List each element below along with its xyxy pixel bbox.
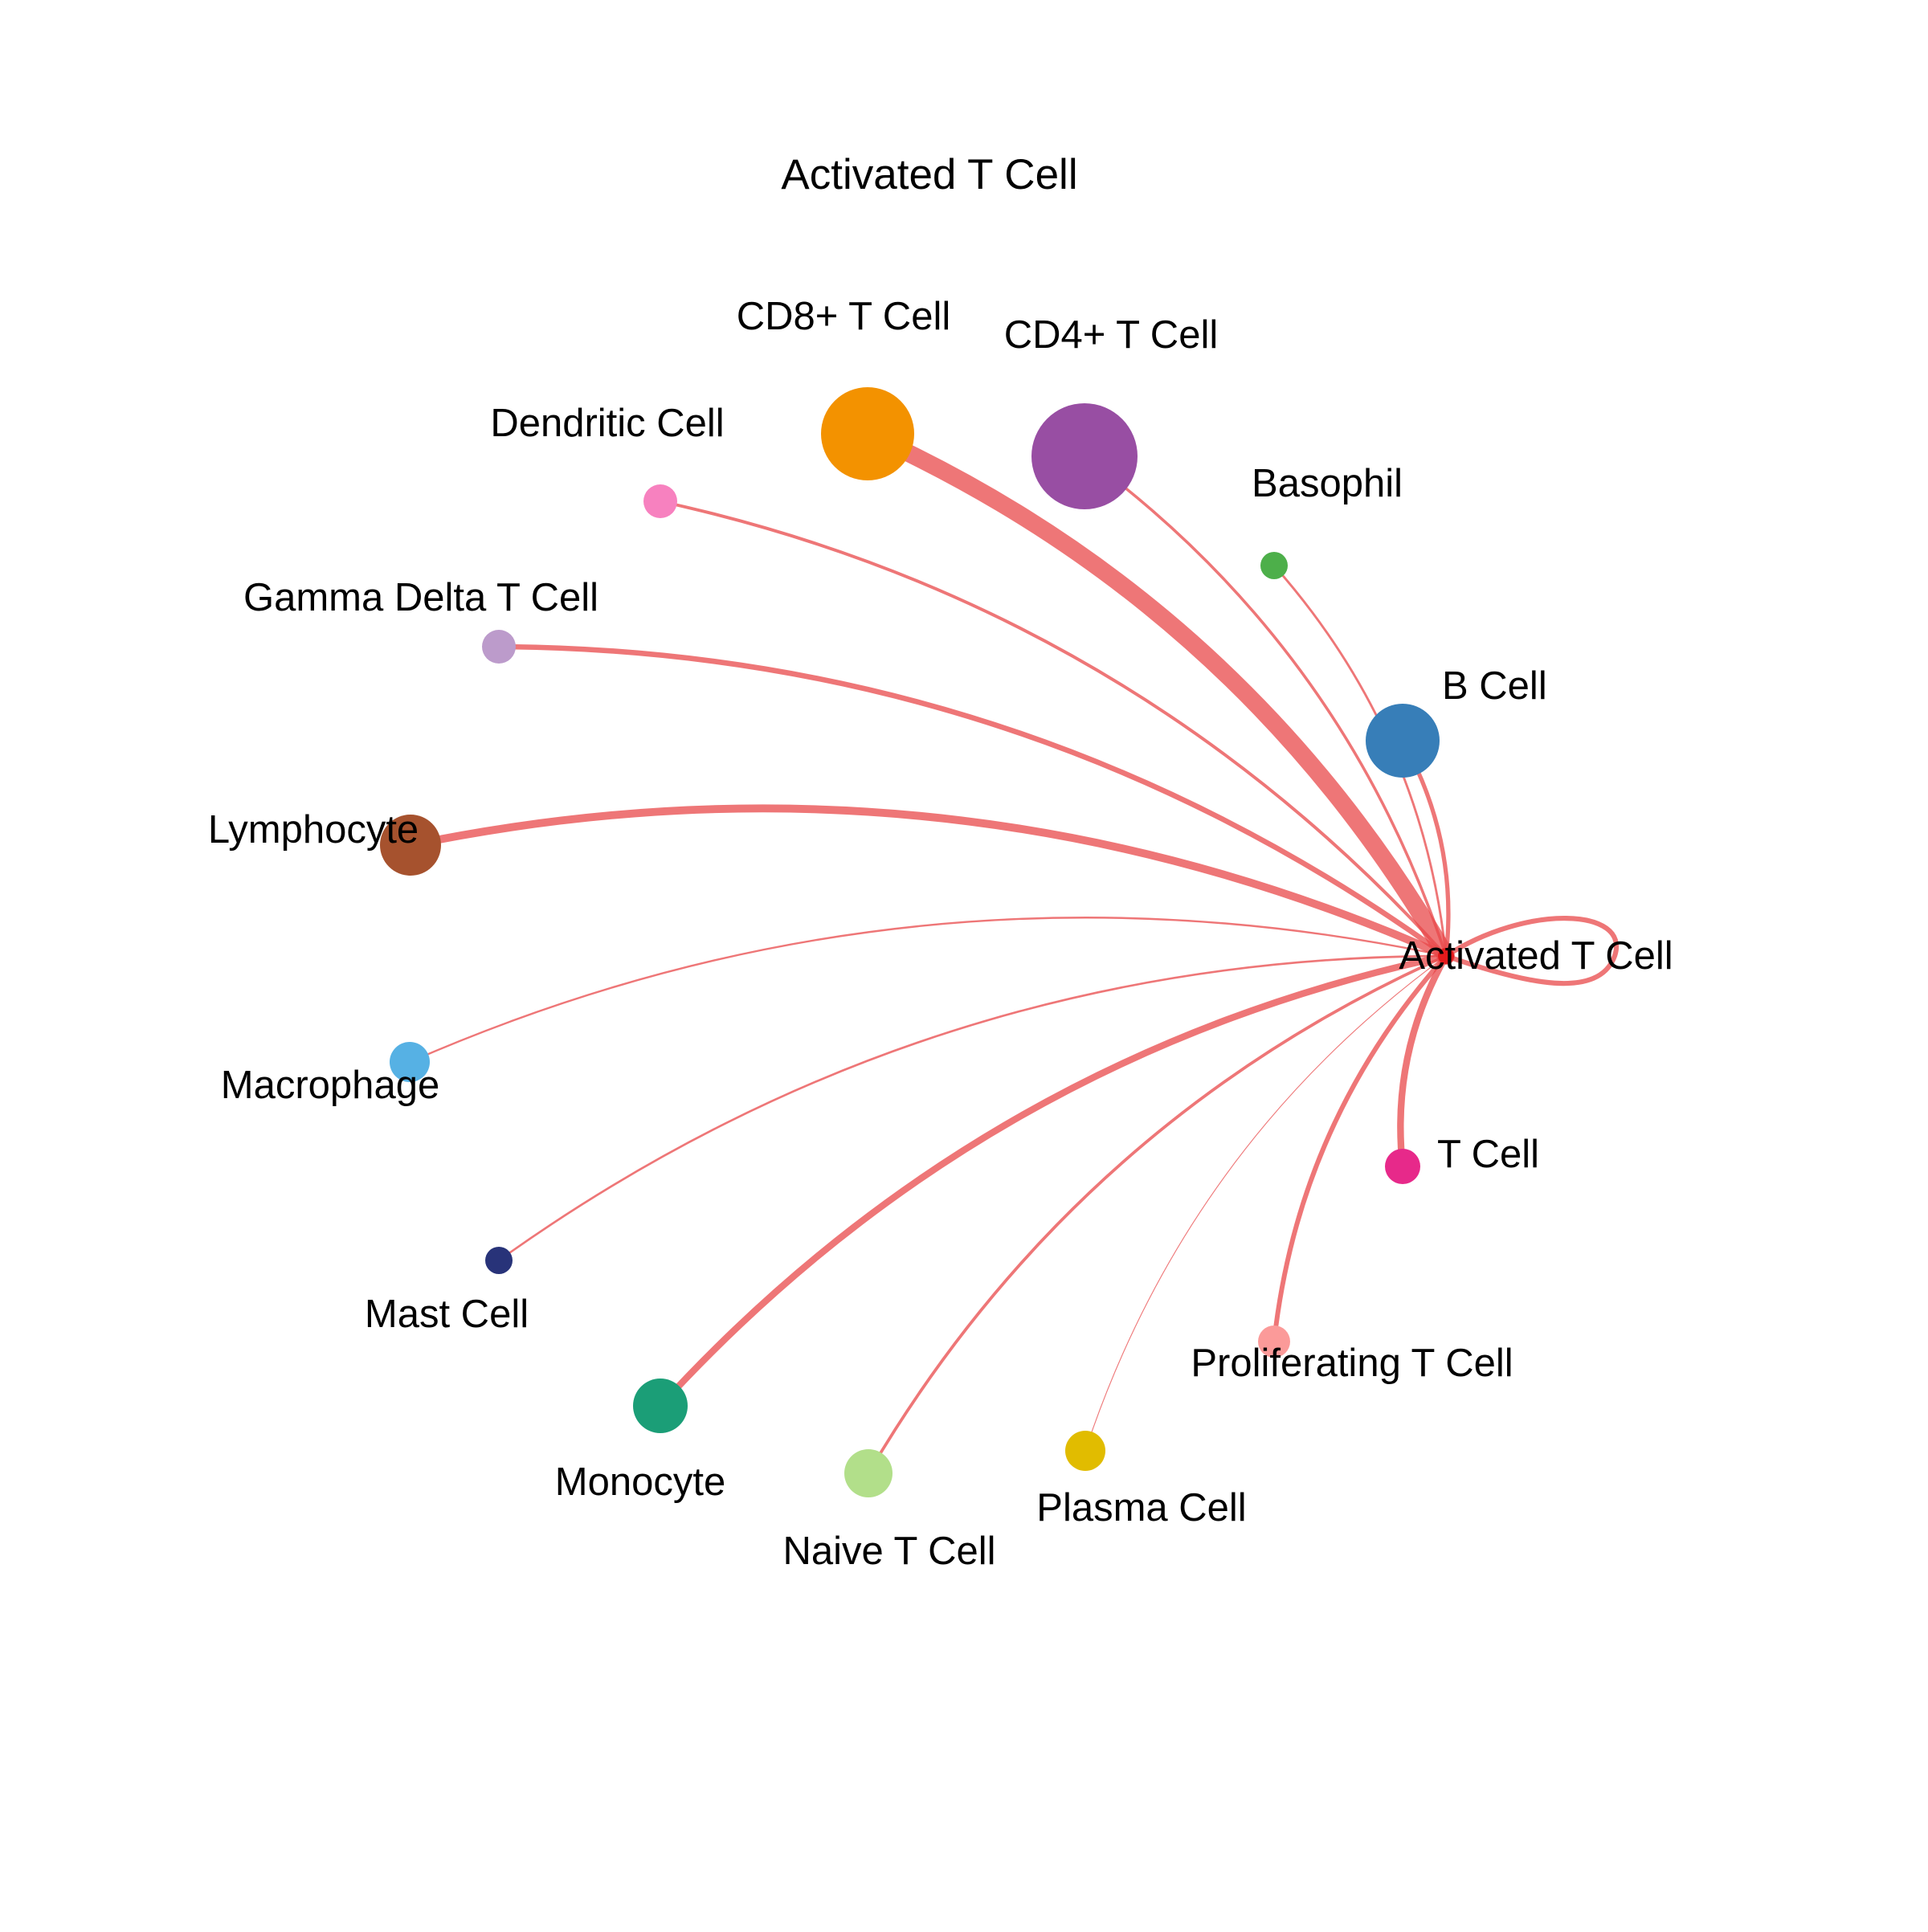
edge-lymphocyte [406, 804, 1450, 960]
node-basophil [1260, 552, 1288, 579]
label-mast: Mast Cell [365, 1293, 529, 1336]
node-plasma [1065, 1431, 1105, 1471]
node-naive [844, 1449, 893, 1497]
edge-gammadelta [496, 643, 1449, 959]
edge-prolif [1272, 954, 1448, 1344]
label-tcell: T Cell [1437, 1133, 1539, 1176]
edge-self-loop [1444, 916, 1620, 986]
label-basophil: Basophil [1252, 462, 1403, 505]
node-macrophage [390, 1042, 430, 1082]
edge-monocyte [656, 952, 1450, 1410]
node-cd4 [1031, 403, 1138, 509]
edge-cd8 [859, 425, 1455, 965]
label-lymphocyte: Lymphocyte [208, 808, 419, 852]
label-gammadelta: Gamma Delta T Cell [243, 576, 598, 619]
label-dendritic: Dendritic Cell [490, 402, 724, 445]
edge-mast [497, 954, 1448, 1262]
label-prolif: Proliferating T Cell [1191, 1342, 1513, 1385]
node-cd8 [821, 387, 914, 480]
node-prolif [1258, 1325, 1290, 1358]
label-cd8: CD8+ T Cell [737, 295, 950, 338]
diagram-title: Activated T Cell [781, 151, 1077, 198]
edge-dendritic [659, 500, 1448, 958]
node-bcell [1366, 704, 1440, 778]
node-dendritic [643, 484, 677, 518]
edge-naive [867, 954, 1448, 1475]
label-naive: Naive T Cell [782, 1530, 995, 1573]
label-monocyte: Monocyte [555, 1460, 725, 1504]
node-monocyte [633, 1379, 688, 1433]
label-macrophage: Macrophage [221, 1064, 439, 1107]
nodes-layer [380, 387, 1454, 1497]
label-plasma: Plasma Cell [1036, 1486, 1246, 1530]
label-center: Activated T Cell [1399, 934, 1673, 978]
edge-cd4 [1083, 455, 1448, 958]
edge-plasma [1084, 955, 1447, 1452]
node-gammadelta [482, 630, 516, 664]
node-tcell [1385, 1149, 1420, 1184]
edge-macrophage [408, 917, 1448, 1064]
node-lymphocyte [380, 815, 441, 876]
edge-tcell [1397, 952, 1450, 1170]
label-bcell: B Cell [1442, 664, 1547, 708]
node-center [1438, 948, 1454, 964]
label-cd4: CD4+ T Cell [1004, 313, 1218, 357]
node-mast [485, 1247, 513, 1274]
